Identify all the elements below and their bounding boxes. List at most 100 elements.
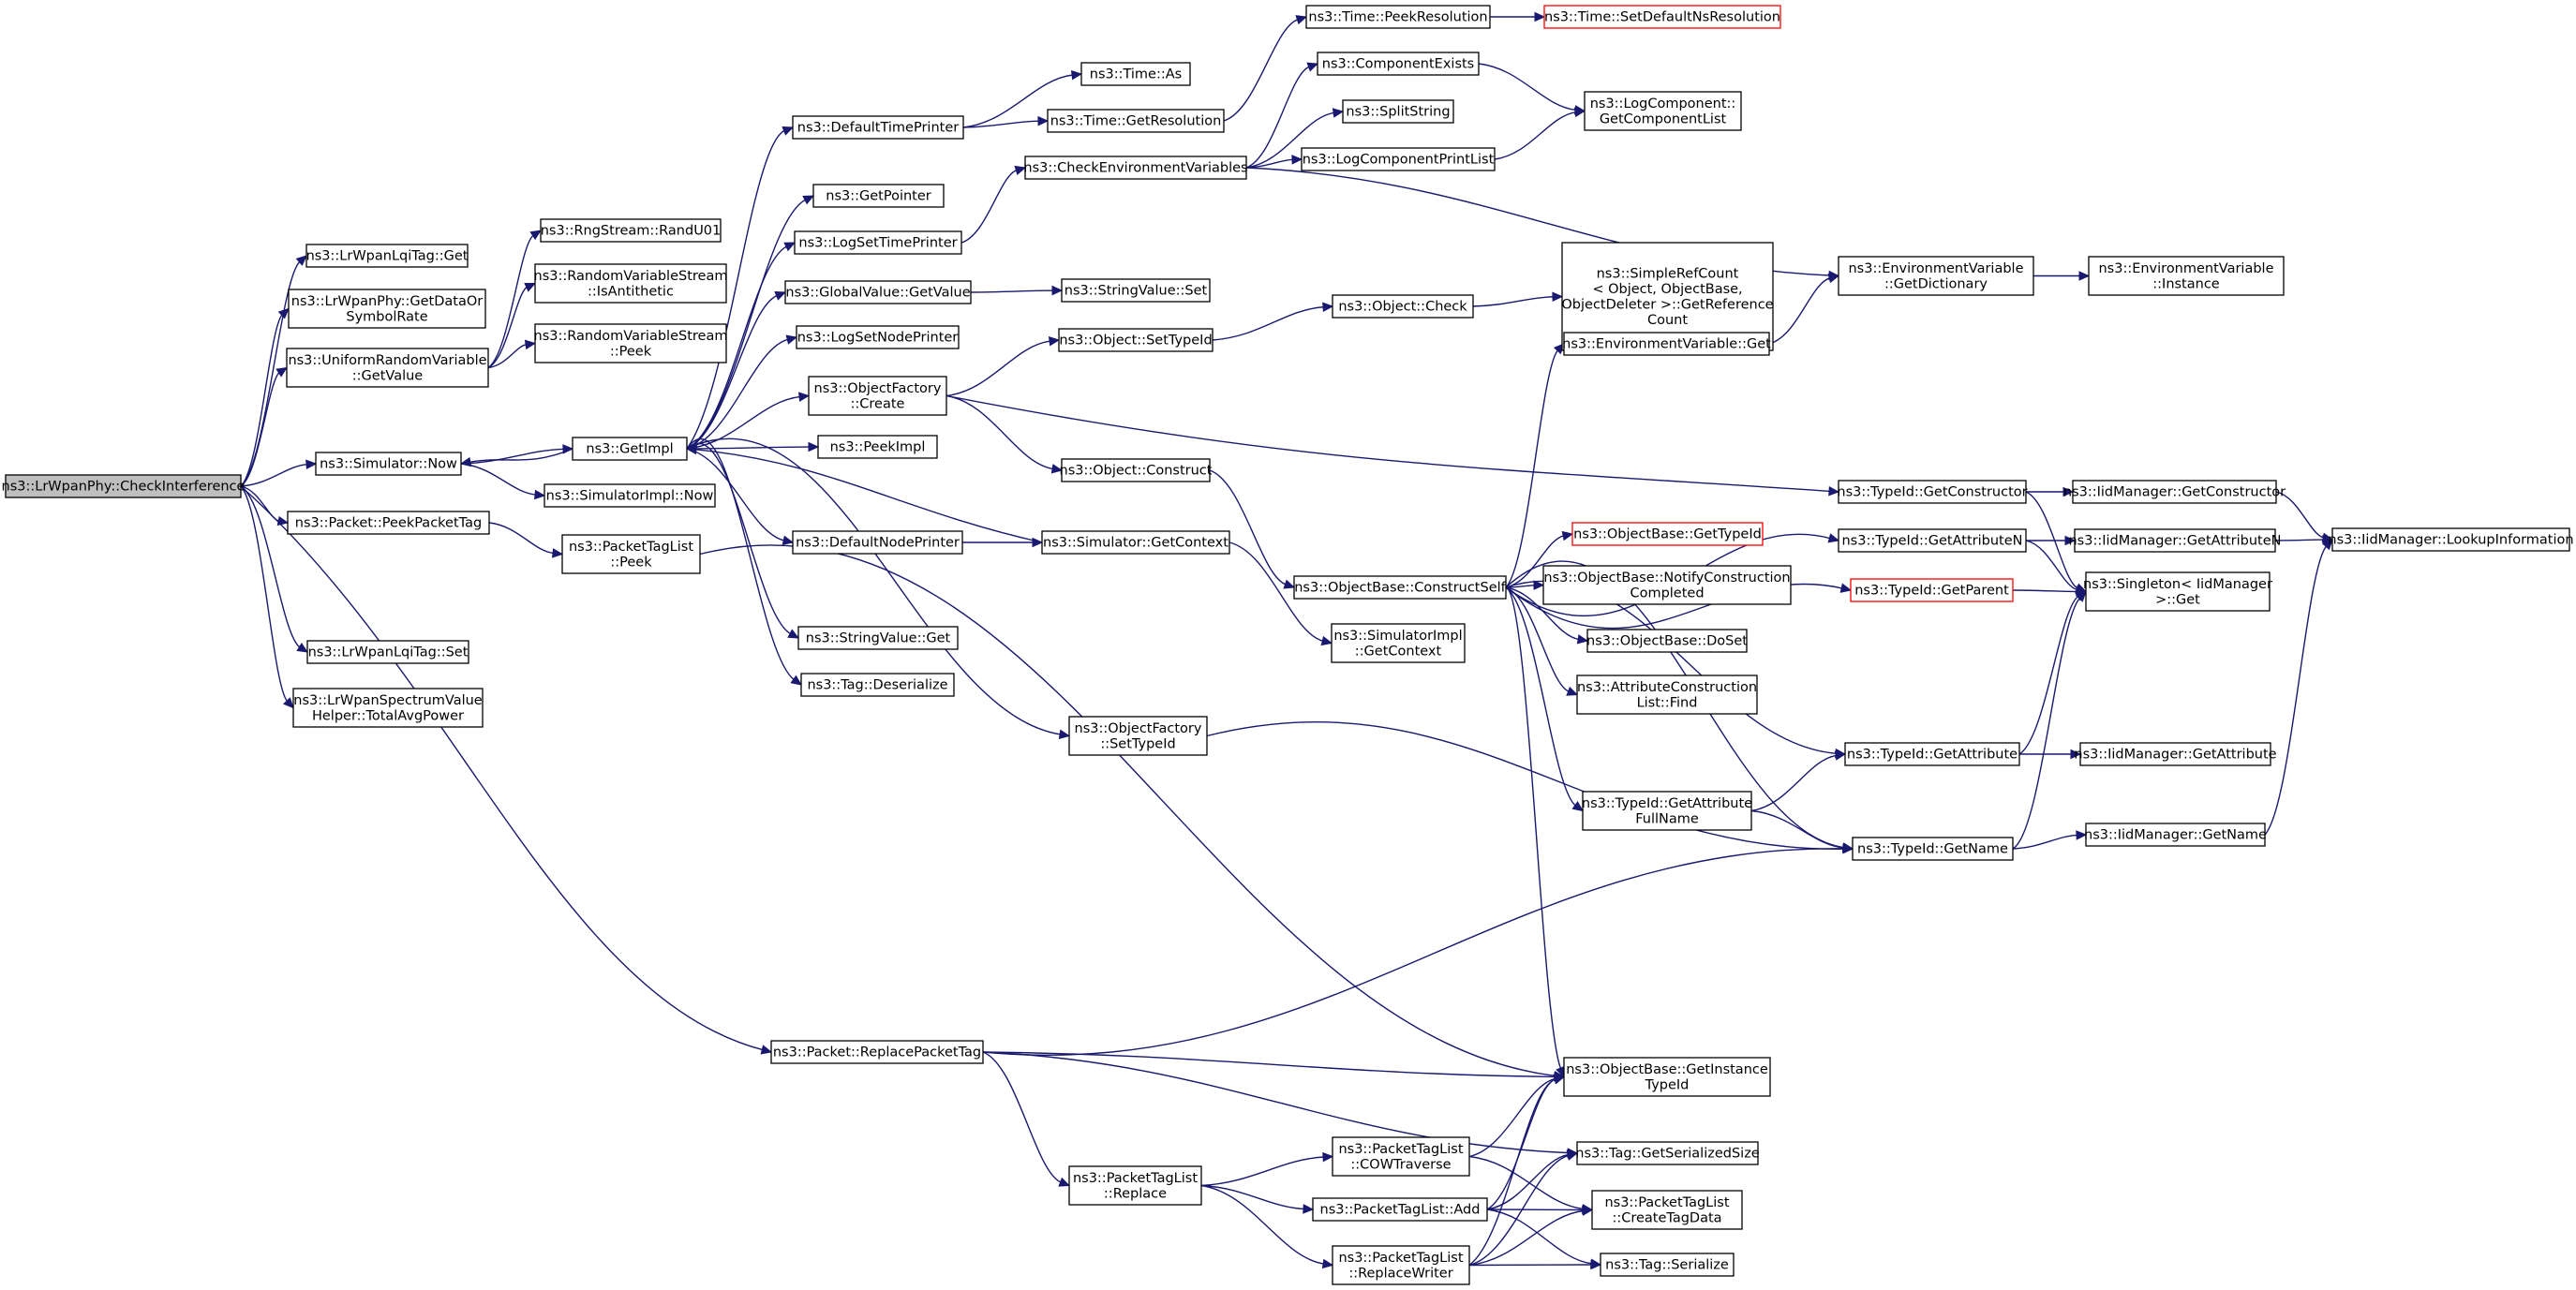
node-urvGetValue[interactable]: ns3::UniformRandomVariable::GetValue — [286, 348, 489, 388]
node-label: ns3::Object::SetTypeId — [1059, 334, 1212, 348]
node-peekPacketTag[interactable]: ns3::Packet::PeekPacketTag — [287, 511, 490, 535]
node-isAntithetic[interactable]: ns3::RandomVariableStream::IsAntithetic — [534, 263, 728, 304]
node-setDefaultNsRes[interactable]: ns3::Time::SetDefaultNsResolution — [1543, 5, 1781, 29]
node-notifyConstruction[interactable]: ns3::ObjectBase::NotifyConstructionCompl… — [1542, 565, 1792, 605]
node-logSetNodePrinter[interactable]: ns3::LogSetNodePrinter — [796, 325, 960, 349]
node-logSetTimePrinter[interactable]: ns3::LogSetTimePrinter — [794, 230, 962, 255]
node-ptlReplace[interactable]: ns3::PacketTagList::Replace — [1068, 1165, 1202, 1206]
node-ptlAdd[interactable]: ns3::PacketTagList::Add — [1312, 1197, 1488, 1222]
node-envVarGetDict[interactable]: ns3::EnvironmentVariable::GetDictionary — [1838, 256, 2034, 296]
node-label: ns3::PacketTagList — [1604, 1195, 1729, 1210]
node-box — [1844, 742, 2020, 766]
edge-line — [240, 260, 301, 487]
node-iidGetAttribute[interactable]: ns3::IidManager::GetAttribute — [2074, 742, 2277, 766]
node-label: ns3::StringValue::Set — [1065, 284, 1208, 299]
node-envVarInstance[interactable]: ns3::EnvironmentVariable::Instance — [2088, 256, 2285, 296]
arrowhead-icon — [2070, 749, 2082, 760]
node-simNow[interactable]: ns3::Simulator::Now — [315, 452, 462, 476]
node-timePeekRes[interactable]: ns3::Time::PeekResolution — [1305, 5, 1491, 29]
node-box — [1584, 91, 1742, 131]
node-gvGetValue[interactable]: ns3::GlobalValue::GetValue — [784, 280, 972, 304]
arrowhead-icon — [797, 392, 811, 402]
node-lqiSet[interactable]: ns3::LrWpanLqiTag::Set — [306, 640, 469, 664]
edge-line — [487, 343, 528, 369]
node-ptlCreateTagData[interactable]: ns3::PacketTagList::CreateTagData — [1591, 1190, 1743, 1230]
node-label: ns3::ObjectBase::DoSet — [1586, 634, 1748, 649]
arrowhead-icon — [1048, 336, 1061, 347]
arrowhead-icon — [275, 366, 289, 378]
node-peekImpl[interactable]: ns3::PeekImpl — [817, 435, 938, 459]
node-box — [770, 1040, 984, 1064]
node-ptlReplaceWriter[interactable]: ns3::PacketTagList::ReplaceWriter — [1332, 1245, 1470, 1285]
node-lqiGet[interactable]: ns3::LrWpanLqiTag::Get — [305, 244, 469, 268]
node-svSet[interactable]: ns3::StringValue::Set — [1061, 278, 1211, 303]
call-edge-getImpl-to-ofSetTypeId — [686, 437, 1071, 740]
node-ptlCOW[interactable]: ns3::PacketTagList::COWTraverse — [1332, 1136, 1470, 1177]
arrowhead-icon — [1303, 1204, 1315, 1214]
edge-line — [1494, 111, 1577, 160]
arrowhead-icon — [524, 283, 537, 292]
node-ofSetTypeId[interactable]: ns3::ObjectFactory::SetTypeId — [1068, 716, 1208, 756]
node-getImpl[interactable]: ns3::GetImpl — [572, 437, 688, 461]
node-objCheck[interactable]: ns3::Object::Check — [1332, 294, 1474, 319]
edge-line — [2012, 589, 2078, 593]
node-defaultTimePrinter[interactable]: ns3::DefaultTimePrinter — [792, 115, 964, 140]
call-edge-constructSelf-to-envVarGet — [1505, 343, 1565, 588]
node-logCompGetList[interactable]: ns3::LogComponent::GetComponentList — [1584, 91, 1742, 131]
node-svGet[interactable]: ns3::StringValue::Get — [797, 626, 959, 650]
node-label: ns3::SplitString — [1346, 105, 1450, 120]
node-splitString[interactable]: ns3::SplitString — [1342, 99, 1454, 124]
node-root[interactable]: ns3::LrWpanPhy::CheckInterference — [2, 474, 246, 498]
node-box — [292, 688, 484, 728]
node-ofCreate[interactable]: ns3::ObjectFactory::Create — [808, 376, 947, 416]
node-tagGetSerSize[interactable]: ns3::Tag::GetSerializedSize — [1575, 1141, 1760, 1165]
node-iidGetAttributeN[interactable]: ns3::IidManager::GetAttributeN — [2068, 528, 2282, 553]
node-box — [1576, 675, 1758, 715]
node-timeAs[interactable]: ns3::Time::As — [1080, 62, 1191, 86]
node-tagDeserialize[interactable]: ns3::Tag::Deserialize — [800, 673, 955, 697]
edge-line — [982, 1051, 1556, 1078]
node-objSetTypeId[interactable]: ns3::Object::SetTypeId — [1058, 328, 1214, 352]
node-singletonGet[interactable]: ns3::Singleton< IidManager >::Get — [2083, 571, 2272, 612]
node-componentExists[interactable]: ns3::ComponentExists — [1317, 52, 1480, 76]
node-label: ns3::SimulatorImpl — [1333, 629, 1462, 644]
arrowhead-icon — [785, 334, 798, 345]
node-replacePacketTag[interactable]: ns3::Packet::ReplacePacketTag — [770, 1040, 984, 1064]
node-totalAvgPower[interactable]: ns3::LrWpanSpectrumValueHelper::TotalAvg… — [292, 688, 484, 728]
arrowhead-icon — [783, 242, 797, 252]
node-tidGetAttributeN[interactable]: ns3::TypeId::GetAttributeN — [1838, 528, 2027, 553]
node-tidGetConstructor[interactable]: ns3::TypeId::GetConstructor — [1837, 480, 2028, 504]
node-iidGetName[interactable]: ns3::IidManager::GetName — [2084, 823, 2267, 847]
node-tagSerialize[interactable]: ns3::Tag::Serialize — [1600, 1253, 1735, 1277]
node-tidGetParent[interactable]: ns3::TypeId::GetParent — [1850, 578, 2014, 602]
node-label: ns3::ObjectBase::GetInstance — [1566, 1062, 1768, 1077]
node-randU01[interactable]: ns3::RngStream::RandU01 — [540, 218, 722, 243]
edge-line — [240, 314, 283, 487]
node-simImplNow[interactable]: ns3::SimulatorImpl::Now — [543, 483, 716, 508]
call-edge-objCheck-to-simpleRefCount — [1472, 291, 1564, 307]
node-doSet[interactable]: ns3::ObjectBase::DoSet — [1586, 629, 1748, 653]
node-rvsPeek[interactable]: ns3::RandomVariableStream::Peek — [534, 323, 728, 363]
node-obGetTypeId[interactable]: ns3::ObjectBase::GetTypeId — [1571, 522, 1764, 546]
node-tidGetAttribute[interactable]: ns3::TypeId::GetAttribute — [1844, 742, 2020, 766]
node-simImplGetContext[interactable]: ns3::SimulatorImpl::GetContext — [1331, 623, 1466, 663]
node-getPointer[interactable]: ns3::GetPointer — [812, 184, 945, 208]
node-box — [2085, 823, 2266, 847]
node-checkEnvVars[interactable]: ns3::CheckEnvironmentVariables — [1023, 156, 1248, 180]
node-logCompPrintList[interactable]: ns3::LogComponentPrintList — [1301, 147, 1496, 171]
node-simGetContext[interactable]: ns3::Simulator::GetContext — [1041, 530, 1230, 555]
node-timeGetRes[interactable]: ns3::Time::GetResolution — [1047, 109, 1225, 133]
node-iidLookup[interactable]: ns3::IidManager::LookupInformation — [2328, 527, 2574, 552]
node-constructSelf[interactable]: ns3::ObjectBase::ConstructSelf — [1293, 575, 1507, 600]
node-defaultNodePrinter[interactable]: ns3::DefaultNodePrinter — [792, 530, 963, 555]
node-objConstruct[interactable]: ns3::Object::Construct — [1060, 458, 1213, 482]
node-tidGetName[interactable]: ns3::TypeId::GetName — [1852, 837, 2014, 861]
edge-line — [1505, 583, 1843, 630]
node-ptlPeek[interactable]: ns3::PacketTagList::Peek — [561, 534, 701, 574]
node-envVarGet[interactable]: ns3::EnvironmentVariable::Get — [1562, 332, 1771, 356]
node-iidGetConstructor[interactable]: ns3::IidManager::GetConstructor — [2063, 480, 2286, 504]
